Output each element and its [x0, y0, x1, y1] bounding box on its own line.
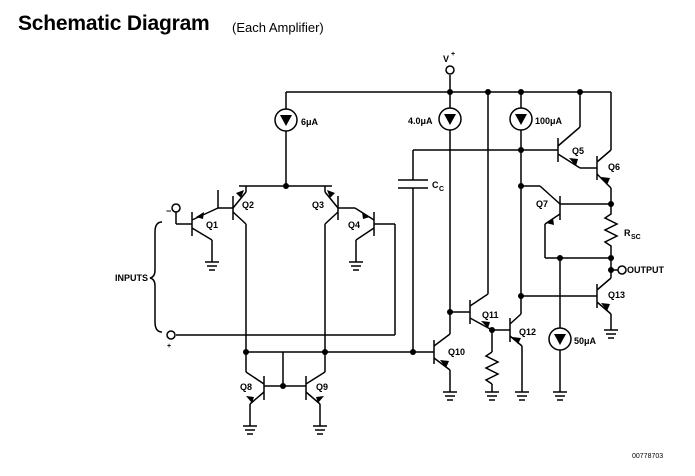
q1-label: Q1: [206, 220, 218, 230]
diagram-title: Schematic Diagram: [18, 12, 210, 35]
q2-label: Q2: [242, 200, 254, 210]
output-label: OUTPUT: [627, 265, 665, 275]
q11-label: Q11: [482, 310, 499, 320]
current-source-50ua: [548, 327, 572, 351]
cc-subscript: C: [439, 186, 444, 193]
current-source-4ua: [438, 107, 462, 131]
wires: [149, 75, 619, 435]
cs-6ua-label: 6μA: [301, 117, 319, 127]
cs-100ua-label: 100μA: [535, 116, 563, 126]
cc-label: C: [432, 180, 439, 190]
q4-label: Q4: [348, 220, 360, 230]
cs-4ua-label: 4.0μA: [408, 116, 433, 126]
q9-label: Q9: [316, 382, 328, 392]
q3-label: Q3: [312, 200, 324, 210]
supply-terminal: [445, 65, 455, 75]
q13-label: Q13: [608, 290, 625, 300]
input-plus-sign: +: [167, 343, 171, 350]
input-plus-terminal[interactable]: [166, 330, 176, 340]
q12-label: Q12: [519, 327, 536, 337]
supply-label: V: [443, 54, 449, 64]
input-minus-terminal[interactable]: [171, 203, 181, 213]
q6-label: Q6: [608, 162, 620, 172]
q5-label: Q5: [572, 146, 584, 156]
document-id: 00778703: [632, 453, 663, 460]
q7-label: Q7: [536, 199, 548, 209]
output-terminal[interactable]: [617, 265, 627, 275]
rsc-label: R: [624, 228, 631, 238]
current-source-100ua: [509, 107, 533, 131]
junction-dots: [243, 89, 614, 389]
q10-label: Q10: [448, 347, 465, 357]
q8-label: Q8: [240, 382, 252, 392]
inputs-label: INPUTS: [115, 273, 148, 283]
supply-superscript: +: [451, 51, 455, 58]
emitter-arrows: [196, 158, 610, 403]
input-minus-sign: −: [166, 206, 171, 216]
rsc-subscript: SC: [631, 234, 641, 241]
cs-50ua-label: 50μA: [574, 336, 597, 346]
diagram-subtitle: (Each Amplifier): [232, 20, 324, 35]
current-source-6ua: [274, 108, 298, 132]
